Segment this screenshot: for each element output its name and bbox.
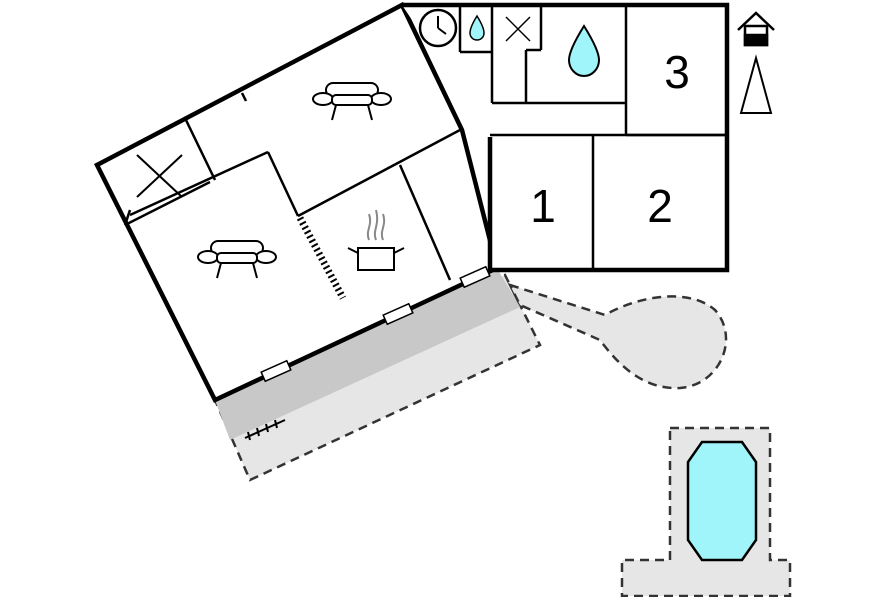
house-right-block-outline <box>402 2 730 273</box>
swimming-pool <box>686 440 758 562</box>
cross-icon <box>505 16 531 42</box>
house-wing-outline <box>93 1 500 403</box>
cross-icon <box>136 154 183 198</box>
covered-terrace <box>215 270 520 440</box>
bedroom-1-label: 1 <box>530 180 556 232</box>
clock-icon <box>418 8 458 48</box>
water-drop-icon <box>469 14 485 41</box>
water-drop-icon <box>567 24 601 78</box>
garden-lawn <box>507 282 728 390</box>
doors <box>260 265 491 383</box>
sofa-icon <box>312 82 392 121</box>
bedroom-2-label: 2 <box>647 180 673 232</box>
bedroom-3-label: 3 <box>664 46 690 98</box>
north-arrow-icon <box>739 54 773 114</box>
staircase <box>296 216 347 300</box>
fence-marks <box>244 419 286 441</box>
right-block-internal-walls <box>458 5 727 270</box>
sofa-icon <box>197 240 277 279</box>
house-entry-icon <box>737 11 775 47</box>
cooking-pot-icon <box>347 209 405 271</box>
wing-internal-walls <box>123 92 461 281</box>
